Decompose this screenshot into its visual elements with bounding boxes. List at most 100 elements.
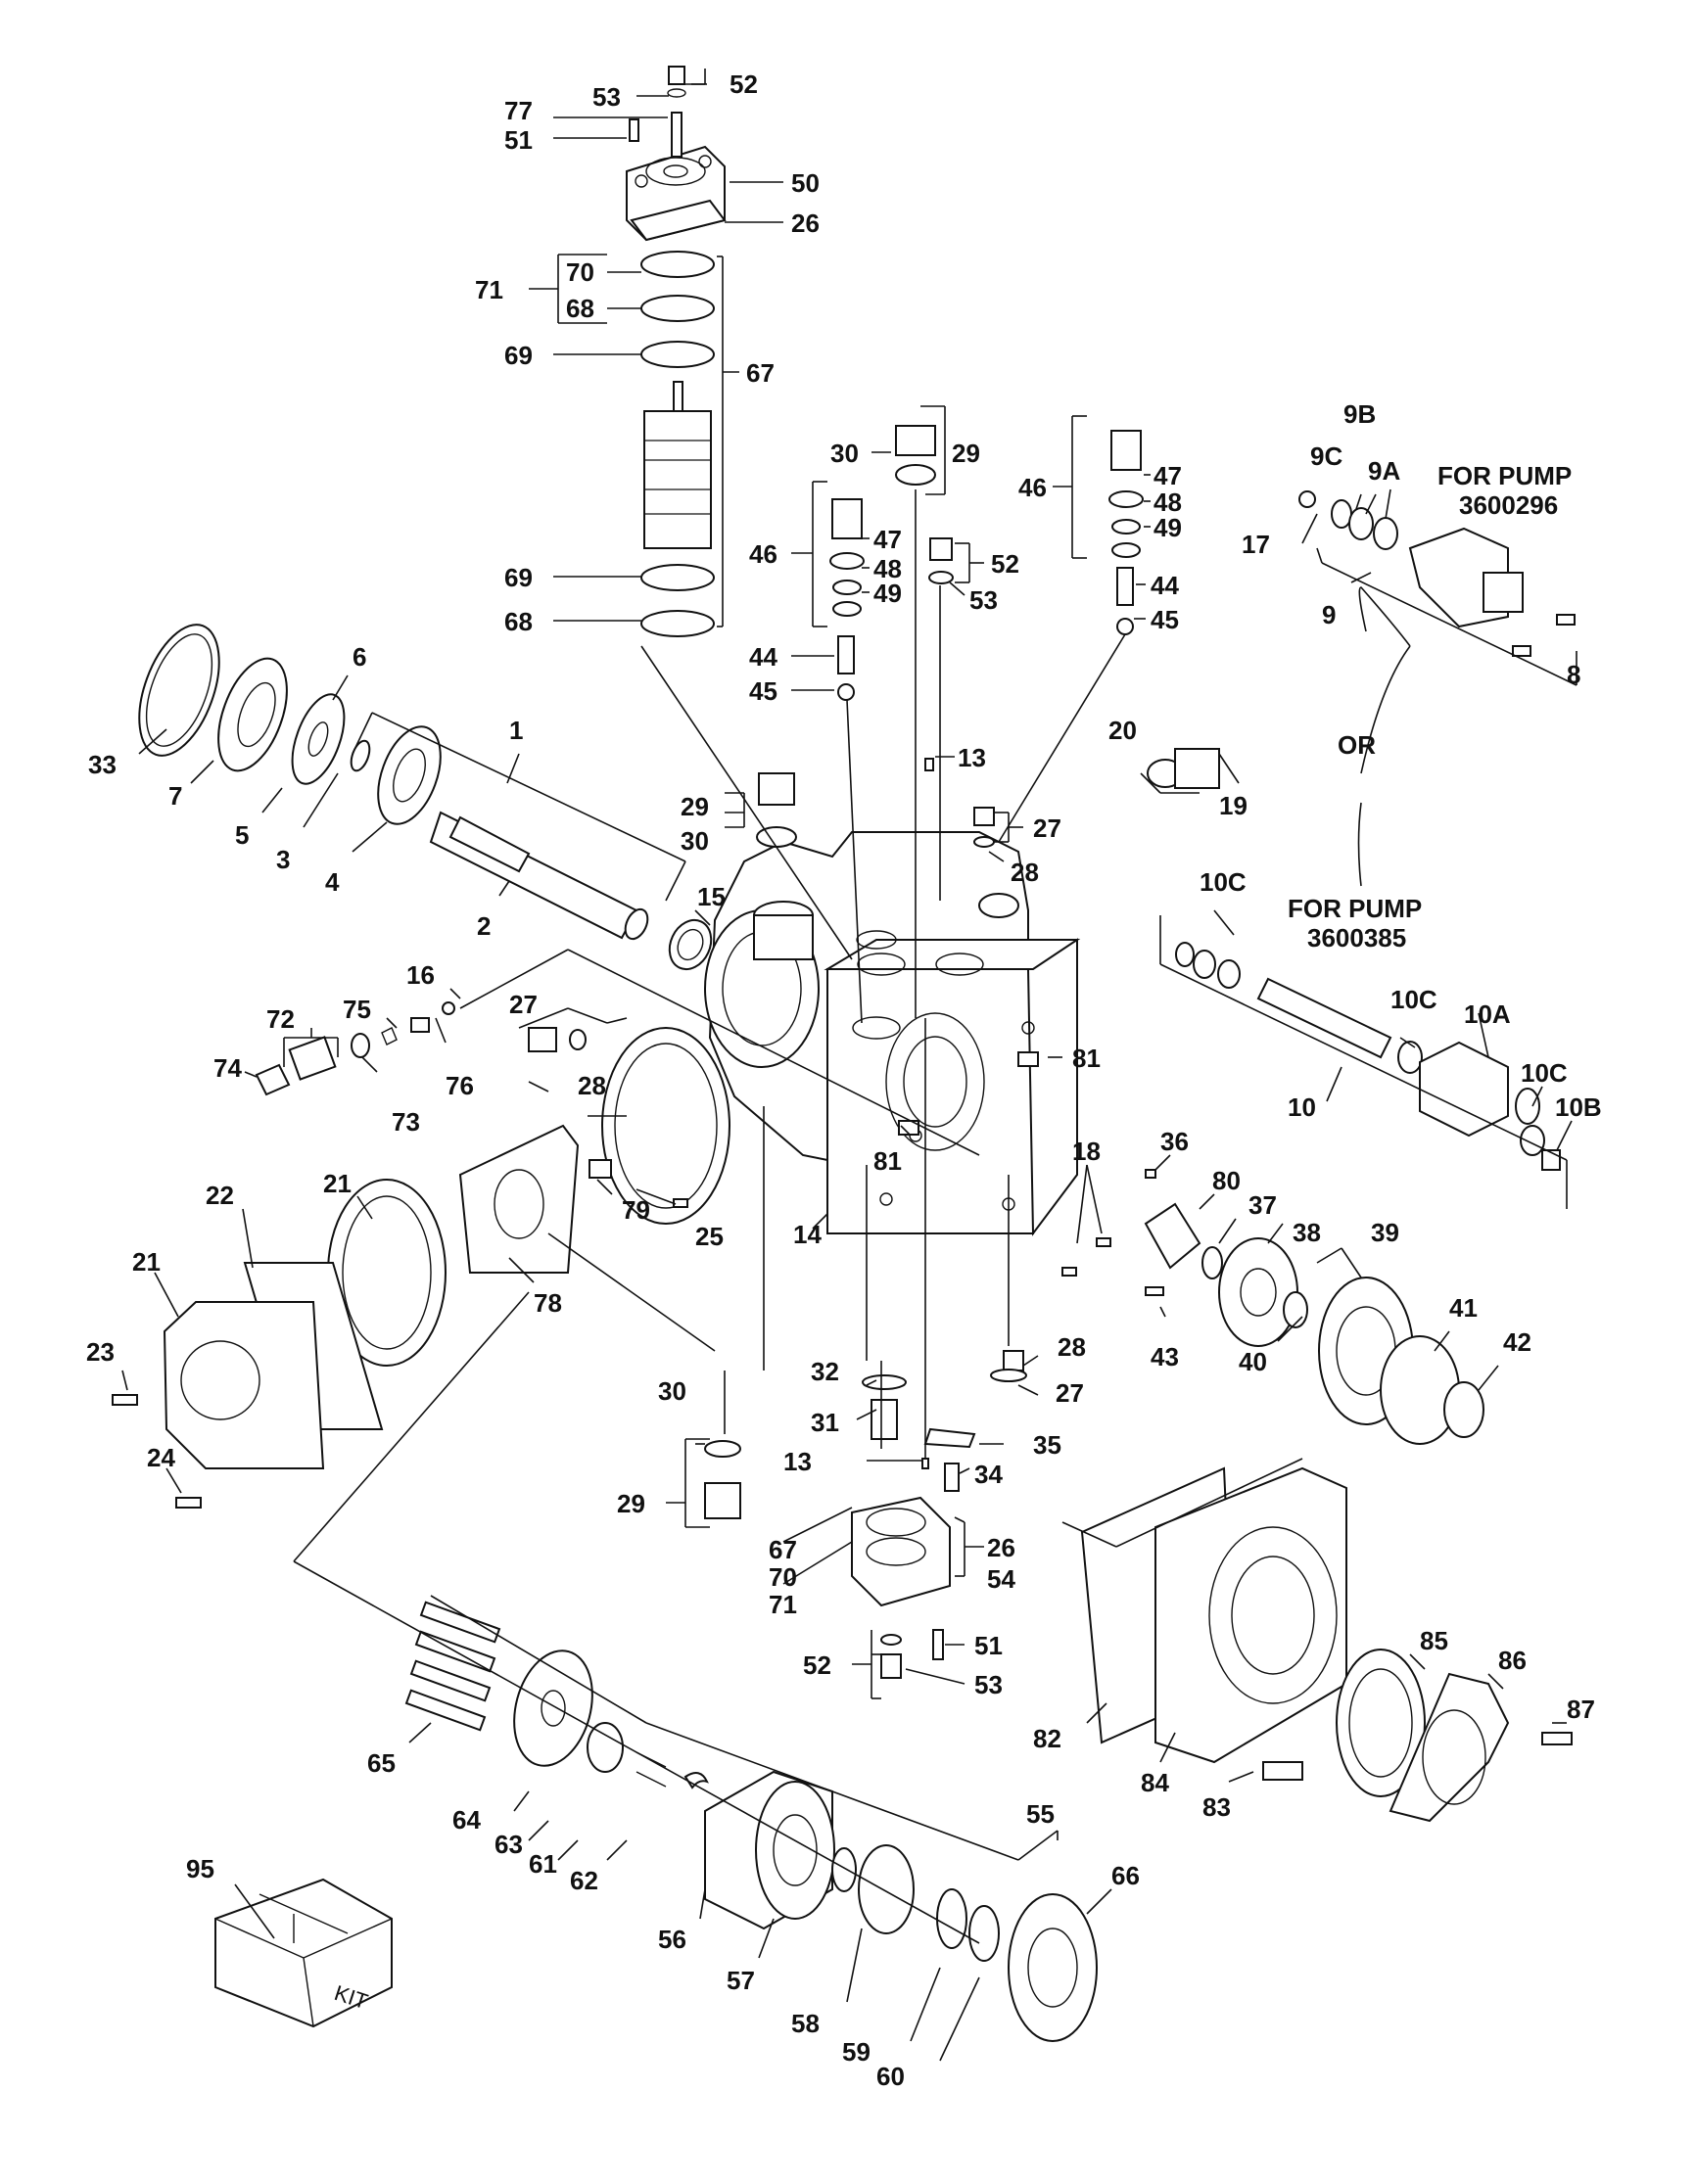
label-75: 75 <box>343 995 371 1024</box>
label-67: 67 <box>746 358 775 388</box>
kit-box <box>214 1878 393 2028</box>
label-5: 5 <box>235 820 249 850</box>
label-73: 73 <box>392 1107 420 1137</box>
label-28: 28 <box>1058 1332 1086 1362</box>
label-13: 13 <box>783 1447 812 1476</box>
end-cover-group <box>1080 1466 1573 1823</box>
label-38: 38 <box>1293 1218 1321 1247</box>
label-15: 15 <box>697 882 726 911</box>
label-27: 27 <box>1033 813 1061 843</box>
label-10b: 10B <box>1555 1092 1602 1122</box>
label-17: 17 <box>1242 530 1270 559</box>
label-10c: 10C <box>1390 985 1437 1014</box>
label-48: 48 <box>873 554 902 583</box>
label-28: 28 <box>578 1071 606 1100</box>
label-33: 33 <box>88 750 117 779</box>
label-21: 21 <box>132 1247 161 1277</box>
note-for-pump-3600296-line1: FOR PUMP <box>1437 461 1572 490</box>
label-28: 28 <box>1011 858 1039 887</box>
label-43: 43 <box>1151 1342 1179 1371</box>
label-44: 44 <box>1151 571 1179 600</box>
label-80: 80 <box>1212 1166 1241 1195</box>
label-30: 30 <box>681 826 709 856</box>
bottom-center-parts <box>704 1350 1027 1679</box>
label-69: 69 <box>504 341 533 370</box>
label-47: 47 <box>1154 461 1182 490</box>
label-71: 71 <box>769 1590 797 1619</box>
label-10c: 10C <box>1200 867 1247 897</box>
label-24: 24 <box>147 1443 175 1472</box>
label-86: 86 <box>1498 1646 1527 1675</box>
label-30: 30 <box>830 439 859 468</box>
label-49: 49 <box>873 579 902 608</box>
label-14: 14 <box>793 1220 822 1249</box>
label-95: 95 <box>186 1854 214 1883</box>
label-26: 26 <box>987 1533 1015 1562</box>
label-34: 34 <box>974 1460 1003 1489</box>
note-for-pump-3600385-line2: 3600385 <box>1307 923 1406 953</box>
label-9: 9 <box>1322 600 1336 629</box>
label-71: 71 <box>475 275 503 304</box>
label-55: 55 <box>1026 1799 1055 1829</box>
label-52: 52 <box>730 70 758 99</box>
label-27: 27 <box>509 990 538 1019</box>
note-for-pump-3600385-line1: FOR PUMP <box>1288 894 1422 923</box>
left-parts <box>112 1001 730 1509</box>
label-36: 36 <box>1160 1127 1189 1156</box>
label-56: 56 <box>658 1925 686 1954</box>
label-21: 21 <box>323 1169 352 1198</box>
label-52: 52 <box>803 1650 831 1680</box>
label-32: 32 <box>811 1357 839 1386</box>
label-25: 25 <box>695 1222 724 1251</box>
label-9b: 9B <box>1343 399 1376 429</box>
label-46: 46 <box>749 539 777 569</box>
label-39: 39 <box>1371 1218 1399 1247</box>
label-29: 29 <box>681 792 709 821</box>
label-8: 8 <box>1567 660 1580 689</box>
drive-shaft-group <box>138 624 713 971</box>
label-35: 35 <box>1033 1430 1061 1460</box>
spool-assembly <box>640 251 715 637</box>
label-53: 53 <box>592 82 621 112</box>
label-53: 53 <box>969 585 998 615</box>
label-1: 1 <box>509 716 523 745</box>
label-37: 37 <box>1248 1190 1277 1220</box>
label-29: 29 <box>617 1489 645 1518</box>
label-45: 45 <box>1151 605 1179 634</box>
label-77: 77 <box>504 96 533 125</box>
label-49: 49 <box>1154 513 1182 542</box>
label-67: 67 <box>769 1535 797 1564</box>
label-29: 29 <box>952 439 980 468</box>
label-9c: 9C <box>1310 441 1342 471</box>
label-40: 40 <box>1239 1347 1267 1376</box>
label-68: 68 <box>566 294 594 323</box>
label-10a: 10A <box>1464 999 1511 1029</box>
label-57: 57 <box>727 1966 755 1995</box>
label-30: 30 <box>658 1376 686 1406</box>
label-69: 69 <box>504 563 533 592</box>
label-7: 7 <box>168 781 182 811</box>
label-10c: 10C <box>1521 1058 1568 1088</box>
label-2: 2 <box>477 911 491 941</box>
label-62: 62 <box>570 1866 598 1895</box>
label-78: 78 <box>534 1288 562 1318</box>
label-84: 84 <box>1141 1768 1169 1797</box>
leader-lines <box>121 69 1577 2062</box>
label-51: 51 <box>504 125 533 155</box>
label-70: 70 <box>566 257 594 287</box>
rotating-group <box>404 1601 1098 2042</box>
solenoid-parts <box>1175 490 1576 1171</box>
label-82: 82 <box>1033 1724 1061 1753</box>
label-50: 50 <box>791 168 820 198</box>
label-87: 87 <box>1567 1695 1595 1724</box>
label-79: 79 <box>622 1195 650 1225</box>
label-19: 19 <box>1219 791 1248 820</box>
label-48: 48 <box>1154 488 1182 517</box>
label-9a: 9A <box>1368 456 1400 486</box>
label-81: 81 <box>873 1146 902 1176</box>
note-for-pump-3600296-line2: 3600296 <box>1459 490 1558 520</box>
top-valve-cap <box>626 66 727 242</box>
label-52: 52 <box>991 549 1019 579</box>
label-65: 65 <box>367 1748 396 1778</box>
